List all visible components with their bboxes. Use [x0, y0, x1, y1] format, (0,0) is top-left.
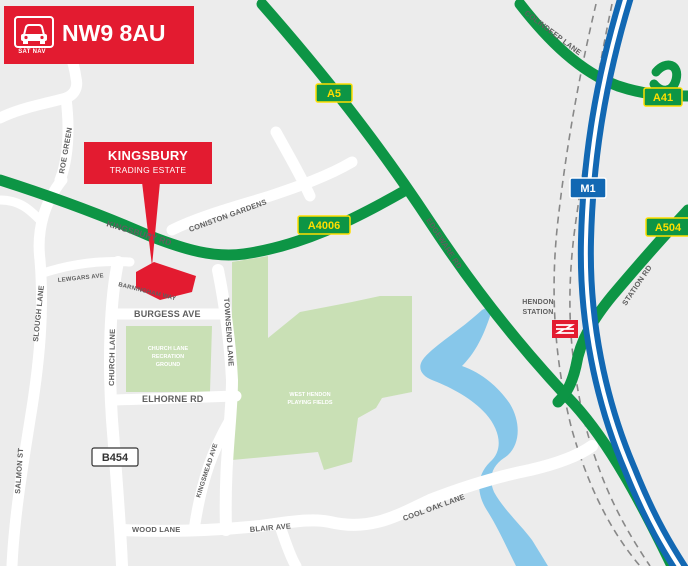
west-hendon-playing-fields — [232, 256, 412, 470]
shield-a4006: A4006 — [297, 215, 351, 235]
townsend-lane-road — [212, 264, 238, 536]
church-lane-recreation-ground — [126, 326, 212, 392]
hendon-station: HENDON STATION — [522, 299, 578, 338]
label-burgess-ave: BURGESS AVE — [134, 309, 201, 319]
church-lane-ground-line1: CHURCH LANE — [148, 346, 189, 352]
label-elmhorne-rd: ELHORNE RD — [142, 394, 204, 404]
site-subtitle: TRADING ESTATE — [109, 165, 187, 175]
shield-a41-label: A41 — [653, 92, 673, 104]
label-wood-lane: WOOD LANE — [132, 525, 180, 534]
shield-a504-label: A504 — [655, 222, 682, 234]
coniston-north-road — [270, 126, 316, 202]
shield-a41: A41 — [643, 87, 683, 107]
west-edge-road — [0, 195, 45, 225]
church-lane-ground-line2: RECRATION — [152, 354, 184, 360]
shield-b454-label: B454 — [102, 452, 129, 464]
church-lane-ground-line3: GROUND — [156, 362, 180, 368]
shield-m1-label: M1 — [580, 183, 595, 195]
station-label-line2: STATION — [522, 309, 553, 316]
shield-a5-label: A5 — [327, 88, 341, 100]
shield-a4006-label: A4006 — [308, 220, 340, 232]
postcode-title: NW9 8AU — [62, 20, 166, 46]
elmhorne-rd-road — [108, 390, 242, 406]
playing-fields-line1: WEST HENDON — [289, 392, 330, 398]
shield-b454: B454 — [91, 447, 139, 467]
shield-m1: M1 — [569, 177, 607, 199]
reservoir-water — [420, 304, 548, 566]
kingsmead-ave-road — [188, 414, 236, 536]
sat-nav-header: SAT NAV NW9 8AU — [4, 6, 194, 64]
station-label-line1: HENDON — [522, 299, 554, 306]
railway-line — [569, 3, 651, 566]
label-blair-ave: BLAIR AVE — [249, 521, 291, 534]
shield-a5: A5 — [315, 83, 353, 103]
site-name: KINGSBURY — [107, 148, 189, 163]
car-icon — [21, 24, 47, 44]
site-marker-label: KINGSBURY TRADING ESTATE — [84, 142, 212, 184]
coniston-gardens-road — [166, 156, 358, 236]
shield-a504: A504 — [645, 217, 688, 237]
national-rail-icon — [552, 320, 578, 338]
playing-fields-line2: PLAYING FIELDS — [287, 400, 332, 406]
label-lewgars-ave: LEWGARS AVE — [58, 273, 105, 284]
car-icon-box — [14, 16, 54, 48]
site-pin-pointer — [142, 182, 160, 266]
roe-green-upper — [54, 92, 74, 186]
minor-roads — [0, 24, 598, 566]
church-lane-road — [104, 256, 128, 566]
park-labels: CHURCH LANE RECRATION GROUND WEST HENDON… — [148, 346, 333, 406]
wood-lane-road — [116, 440, 598, 537]
sat-nav-label: SAT NAV — [18, 49, 46, 55]
label-church-lane: CHURCH LANE — [107, 329, 117, 386]
m1-motorway — [577, 0, 688, 566]
label-salmon-st: SALMON ST — [13, 447, 25, 494]
blair-ave-road — [274, 520, 302, 566]
kingsbury-trading-estate-building — [136, 262, 196, 300]
